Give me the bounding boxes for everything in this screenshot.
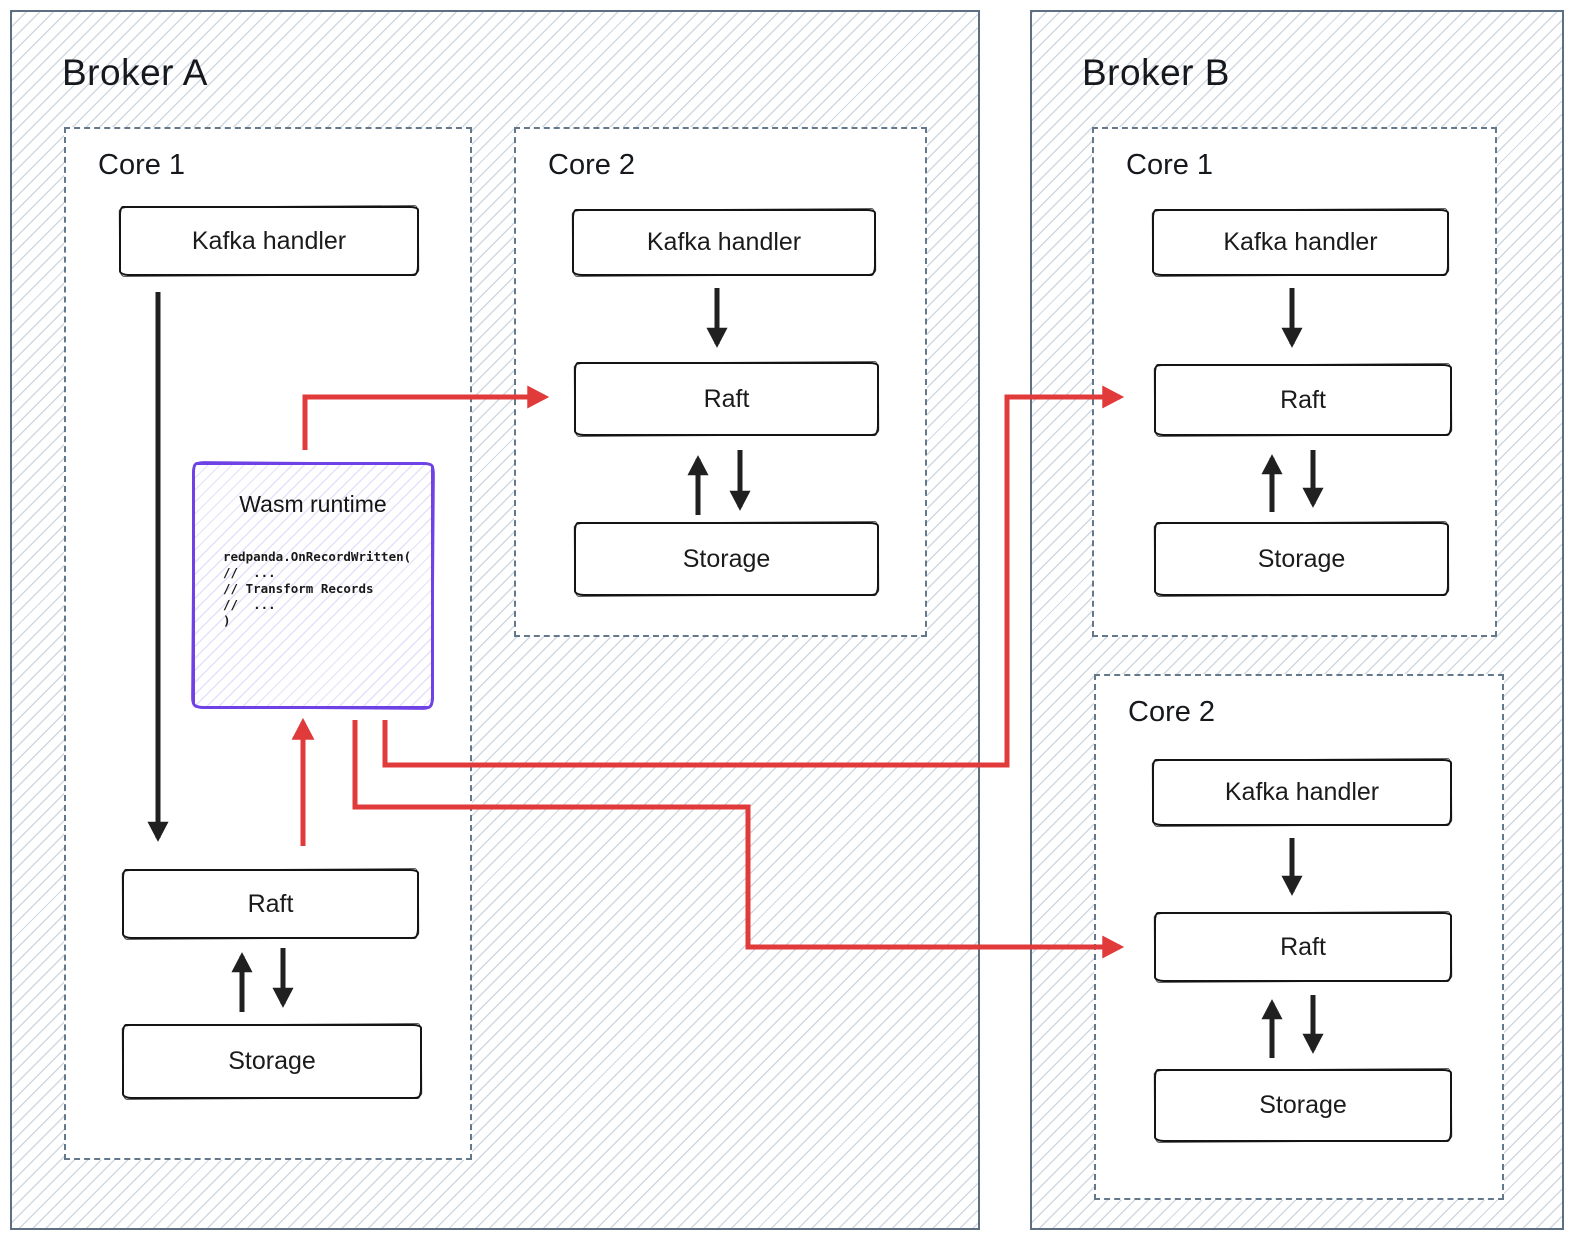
broker-a-title: Broker A [62,52,208,93]
broker-a-panel: Broker A Core 1 Kafka handler Wasm runti… [10,10,980,1230]
wasm-runtime-code: redpanda.OnRecordWritten( // ... // Tran… [223,549,411,629]
broker-b-panel: Broker B Core 1 Kafka handler Raft Stora… [1030,10,1564,1230]
broker-a-core-2-label: Core 2 [548,149,636,181]
broker-a-core2-storage-box: Storage [574,522,879,596]
broker-b-core2-storage-box: Storage [1154,1069,1452,1142]
broker-b-core2-kafka-handler-box: Kafka handler [1152,759,1452,826]
broker-b-core1-kafka-handler-box: Kafka handler [1152,209,1449,276]
broker-a-core1-storage-box: Storage [122,1024,422,1099]
wasm-code-line: // ... [223,597,276,612]
broker-b-core1-storage-box: Storage [1154,522,1449,596]
broker-a-core-1-label: Core 1 [98,149,186,181]
broker-b-core-1-panel: Core 1 Kafka handler Raft Storage [1092,127,1497,637]
broker-b-core-2-panel: Core 2 Kafka handler Raft Storage [1094,674,1504,1200]
broker-b-core2-raft-box: Raft [1154,912,1452,982]
wasm-code-line: // Transform Records [223,581,374,596]
wasm-runtime-box: Wasm runtime redpanda.OnRecordWritten( /… [192,462,434,709]
broker-a-core2-kafka-handler-box: Kafka handler [572,209,876,276]
broker-a-core-2-panel: Core 2 Kafka handler Raft Storage [514,127,927,637]
broker-a-core1-raft-box: Raft [122,869,419,939]
wasm-runtime-title: Wasm runtime [239,491,387,517]
broker-a-core-1-panel: Core 1 Kafka handler Wasm runtime redpan… [64,127,472,1160]
wasm-code-line: redpanda.OnRecordWritten( [223,549,412,564]
wasm-code-line: ) [223,613,231,628]
broker-b-core1-raft-box: Raft [1154,364,1452,436]
broker-b-core-2-label: Core 2 [1128,696,1216,728]
wasm-code-line: // ... [223,565,276,580]
broker-b-core-1-label: Core 1 [1126,149,1214,181]
broker-a-core2-raft-box: Raft [574,362,879,436]
broker-b-title: Broker B [1082,52,1230,93]
broker-a-core1-kafka-handler-box: Kafka handler [119,206,419,276]
